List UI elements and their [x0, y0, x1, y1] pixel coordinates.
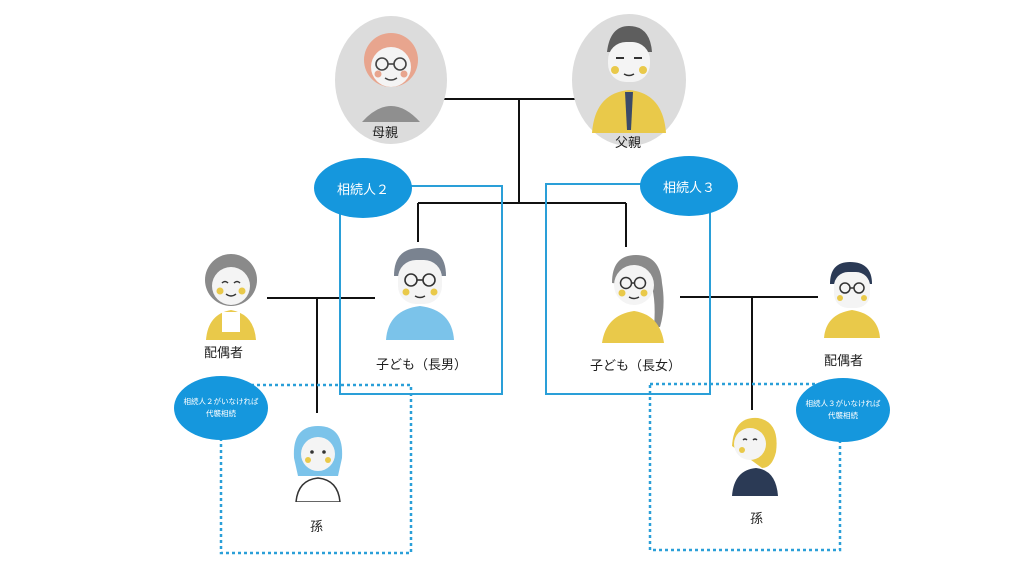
son-illustration: [386, 248, 454, 340]
spouse-left-node: 配偶者: [196, 252, 266, 362]
son-label: 子ども（長男）: [376, 358, 468, 373]
succession-note-right-line1: 相続人３がいなければ: [805, 399, 881, 408]
succession-frame-left: [219, 383, 413, 555]
succession-note-left-line2: 代襲相続: [206, 409, 236, 418]
spouse-right-illustration: [824, 262, 880, 338]
daughter-label: 子ども（長女）: [590, 359, 682, 374]
grandchild-left-label: 孫: [310, 520, 324, 535]
spouse-right-node: 配偶者: [812, 258, 892, 370]
spouse-left-illustration: [205, 254, 257, 340]
grandchild-left-node: 孫: [286, 418, 350, 536]
mother-illustration: [335, 16, 447, 144]
succession-note-right: 相続人３がいなければ 代襲相続: [796, 378, 890, 442]
son-node: 子ども（長男）: [366, 242, 476, 377]
grandchild-left-illustration: [293, 426, 343, 503]
grandchild-right-node: 孫: [718, 412, 788, 530]
succession-note-left: 相続人２がいなければ 代襲相続: [174, 376, 268, 440]
daughter-illustration: [602, 255, 664, 343]
succession-note-left-line1: 相続人２がいなければ: [183, 397, 259, 406]
heir2-badge: 相続人２: [314, 158, 412, 218]
relationship-lines: [267, 98, 818, 413]
mother-node: 母親: [332, 12, 450, 147]
father-node: 父親: [570, 8, 688, 153]
mother-label: 母親: [372, 126, 399, 141]
succession-note-right-line2: 代襲相続: [828, 411, 858, 420]
heir2-frame: [339, 185, 503, 395]
succession-frame-right: [648, 382, 842, 552]
grandchild-right-label: 孫: [750, 512, 764, 527]
heir3-frame: [545, 183, 711, 395]
daughter-node: 子ども（長女）: [576, 247, 696, 377]
grandchild-right-illustration: [732, 417, 778, 496]
heir3-badge: 相続人３: [640, 156, 738, 216]
spouse-left-label: 配偶者: [204, 346, 244, 361]
spouse-right-label: 配偶者: [824, 354, 864, 369]
father-illustration: [572, 14, 686, 146]
father-label: 父親: [615, 136, 642, 151]
